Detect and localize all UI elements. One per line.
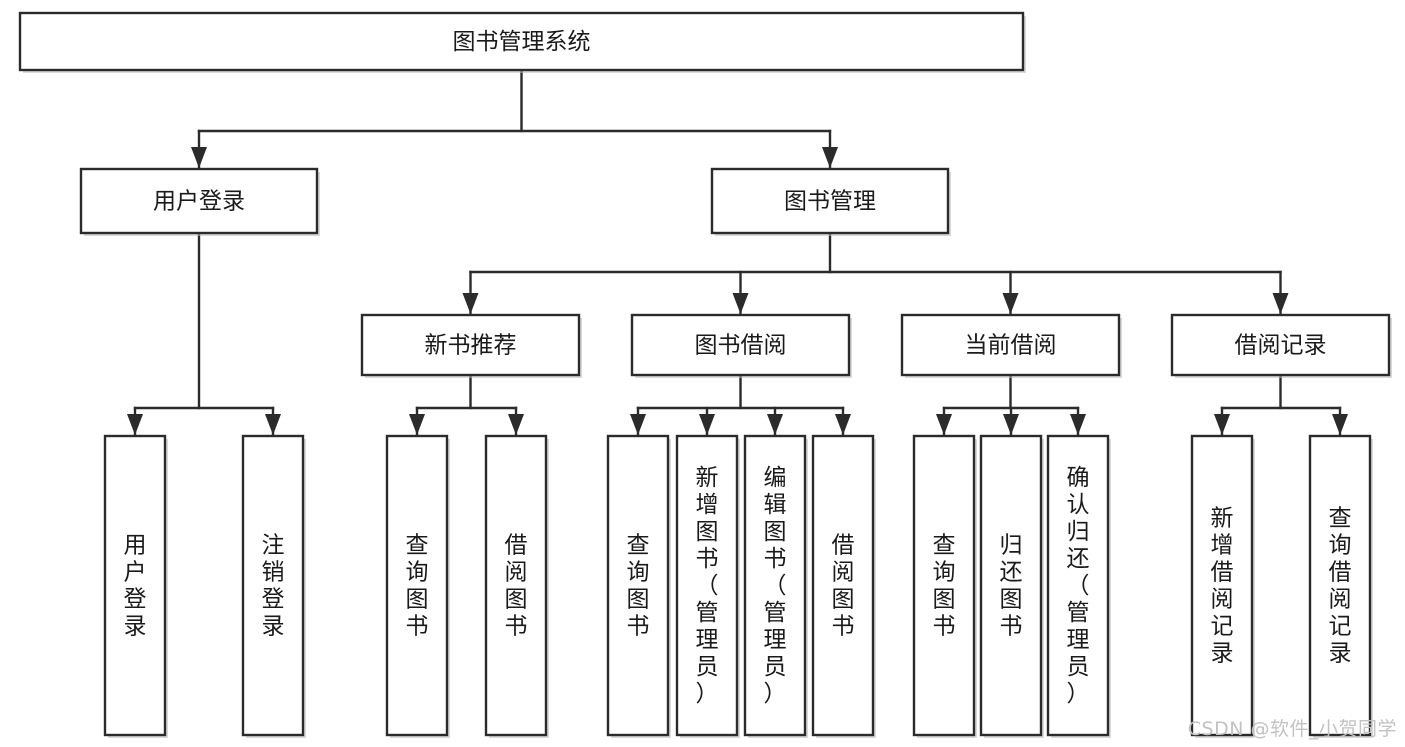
arrow-head — [1214, 414, 1230, 435]
node-rect[interactable] — [79, 167, 319, 235]
node-borrow-borrow-book[interactable]: 借阅图书 — [811, 434, 876, 738]
node-rect[interactable] — [1170, 313, 1391, 377]
node-label: 编辑图书（管理员） — [764, 465, 787, 707]
node-rect[interactable] — [912, 434, 976, 737]
node-label: 查询图书 — [627, 533, 650, 640]
node-label: 借阅图书 — [505, 533, 528, 640]
arrow-head — [936, 414, 952, 435]
node-user-login[interactable]: 用户登录 — [79, 167, 320, 236]
node-rect[interactable] — [1046, 434, 1110, 737]
node-rect[interactable] — [630, 313, 851, 377]
node-label: 新书推荐 — [425, 333, 517, 359]
node-borrow-edit-book[interactable]: 编辑图书（管理员） — [743, 434, 808, 738]
arrow-head — [265, 414, 281, 435]
node-rect[interactable] — [900, 313, 1121, 377]
node-label: 图书借阅 — [695, 333, 787, 359]
arrow-head — [732, 293, 749, 314]
node-user-login-leaf[interactable]: 用户登录 — [103, 434, 168, 738]
arrow-head — [127, 414, 143, 435]
node-label: 用户登录 — [124, 533, 147, 640]
node-label: 确认归还（管理员） — [1067, 465, 1090, 707]
node-label: 查询图书 — [933, 533, 956, 640]
node-rect[interactable] — [484, 434, 548, 737]
node-rect[interactable] — [241, 434, 305, 737]
node-rect[interactable] — [675, 434, 739, 737]
arrow-head — [191, 147, 207, 168]
nodes-layer: 图书管理系统用户登录用户登录注销登录图书管理新书推荐查询图书借阅图书图书借阅查询… — [18, 11, 1392, 738]
node-new-book-recommend[interactable]: 新书推荐 — [360, 313, 582, 378]
node-rect[interactable] — [743, 434, 807, 737]
node-rect[interactable] — [606, 434, 670, 737]
node-current-query-book[interactable]: 查询图书 — [912, 434, 977, 738]
node-label: 新增借阅记录 — [1211, 506, 1234, 667]
node-rect[interactable] — [811, 434, 875, 737]
node-label: 当前借阅 — [965, 333, 1057, 359]
node-rect[interactable] — [18, 11, 1025, 72]
arrow-head — [630, 414, 646, 435]
node-label: 图书管理系统 — [453, 29, 591, 55]
node-label: 归还图书 — [1000, 533, 1023, 640]
node-borrow-record[interactable]: 借阅记录 — [1170, 313, 1392, 378]
node-label: 注销登录 — [262, 533, 285, 640]
node-current-confirm-return[interactable]: 确认归还（管理员） — [1046, 434, 1111, 738]
node-label: 借阅图书 — [832, 533, 855, 640]
node-rect[interactable] — [103, 434, 167, 737]
node-rect[interactable] — [360, 313, 581, 377]
node-current-borrow[interactable]: 当前借阅 — [900, 313, 1122, 378]
node-rect[interactable] — [710, 167, 950, 235]
node-label: 用户登录 — [153, 189, 245, 215]
arrow-head — [508, 414, 524, 435]
node-record-query[interactable]: 查询借阅记录 — [1308, 434, 1373, 738]
node-book-borrow[interactable]: 图书借阅 — [630, 313, 852, 378]
node-rect[interactable] — [385, 434, 449, 737]
node-book-manage[interactable]: 图书管理 — [710, 167, 951, 236]
node-recommend-borrow-book[interactable]: 借阅图书 — [484, 434, 549, 738]
edges-layer — [127, 68, 1348, 437]
arrow-head — [822, 147, 838, 168]
node-rect[interactable] — [1190, 434, 1254, 737]
node-user-logout-leaf[interactable]: 注销登录 — [241, 434, 306, 738]
arrow-head — [462, 293, 479, 314]
node-label: 借阅记录 — [1235, 333, 1327, 359]
node-label: 查询图书 — [406, 533, 429, 640]
arrow-head — [409, 414, 425, 435]
arrow-head — [1002, 293, 1019, 314]
arrow-head — [1272, 293, 1289, 314]
node-label: 查询借阅记录 — [1329, 506, 1352, 667]
arrow-head — [699, 414, 715, 435]
node-borrow-add-book[interactable]: 新增图书（管理员） — [675, 434, 740, 738]
node-root[interactable]: 图书管理系统 — [18, 11, 1026, 73]
node-rect[interactable] — [979, 434, 1043, 737]
node-current-return-book[interactable]: 归还图书 — [979, 434, 1044, 738]
arrow-head — [835, 414, 851, 435]
arrow-head — [1332, 414, 1348, 435]
node-rect[interactable] — [1308, 434, 1372, 737]
arrow-head — [1070, 414, 1086, 435]
arrow-head — [767, 414, 783, 435]
node-record-add[interactable]: 新增借阅记录 — [1190, 434, 1255, 738]
node-borrow-query-book[interactable]: 查询图书 — [606, 434, 671, 738]
node-label: 图书管理 — [784, 189, 876, 215]
node-label: 新增图书（管理员） — [696, 465, 719, 707]
arrow-head — [1003, 414, 1019, 435]
node-recommend-query-book[interactable]: 查询图书 — [385, 434, 450, 738]
